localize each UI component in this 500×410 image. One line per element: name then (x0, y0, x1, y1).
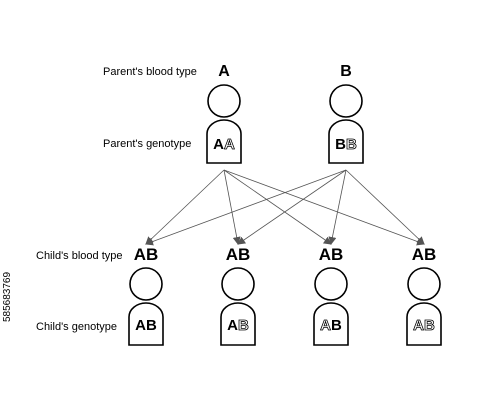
child-4-body (406, 302, 442, 346)
parent-1-blood-type: A (218, 63, 230, 80)
child-2-genotype: AB (227, 317, 249, 334)
parent-1-genotype: AA (213, 136, 235, 153)
parent-2: BBB (328, 63, 364, 164)
child-1-genotype: AB (135, 317, 157, 334)
child-3-body (313, 302, 349, 346)
child-2-head (221, 267, 255, 301)
child-1-allele-2: B (146, 317, 157, 334)
child-blood-type-label: Child's blood type (36, 250, 123, 262)
child-1-blood-type: AB (134, 245, 159, 264)
child-2-blood-type: AB (226, 245, 251, 264)
child-3-allele-1: A (320, 317, 331, 334)
parent-genotype-label: Parent's genotype (103, 138, 191, 150)
arrow-parent2-to-child3 (328, 169, 347, 245)
parent-2-body (328, 119, 364, 164)
parent-1-body (206, 119, 242, 164)
arrow-parent1-to-child2 (223, 169, 241, 245)
child-4-allele-2: B (424, 317, 435, 334)
child-3-allele-2: B (331, 317, 342, 334)
arrow-parent1-to-child3 (223, 169, 332, 245)
parent-1-allele-1: A (213, 136, 224, 153)
inheritance-arrows (145, 169, 425, 246)
parent-2-allele-1: B (335, 136, 346, 153)
stock-id: 585683769 (2, 271, 13, 323)
child-3-blood-type: AB (319, 245, 344, 264)
arrow-parent1-to-child4 (223, 169, 425, 246)
parent-2-blood-type: B (340, 63, 352, 80)
arrow-parent2-to-child4 (345, 169, 425, 245)
child-4-allele-1: A (413, 317, 424, 334)
parent-blood-type-label: Parent's blood type (103, 66, 197, 78)
parent-1: AAA (206, 63, 242, 164)
child-1-body (128, 302, 164, 346)
child-3-genotype: AB (320, 317, 342, 334)
child-2-body (220, 302, 256, 346)
parent-1-head (207, 84, 241, 118)
parent-1-allele-2: A (224, 136, 235, 153)
child-4-blood-type: AB (412, 245, 437, 264)
child-4-genotype: AB (413, 317, 435, 334)
parent-2-head (329, 84, 363, 118)
child-1-head (129, 267, 163, 301)
child-4-head (407, 267, 441, 301)
arrow-parent2-to-child2 (237, 169, 347, 245)
child-1-allele-1: A (135, 317, 146, 334)
child-genotype-label: Child's genotype (36, 321, 117, 333)
child-2-allele-1: A (227, 317, 238, 334)
parent-2-genotype: BB (335, 136, 357, 153)
child-2-allele-2: B (238, 317, 249, 334)
arrow-parent2-to-child1 (145, 169, 347, 246)
arrow-parent1-to-child1 (145, 169, 225, 245)
child-3-head (314, 267, 348, 301)
parent-2-allele-2: B (346, 136, 357, 153)
